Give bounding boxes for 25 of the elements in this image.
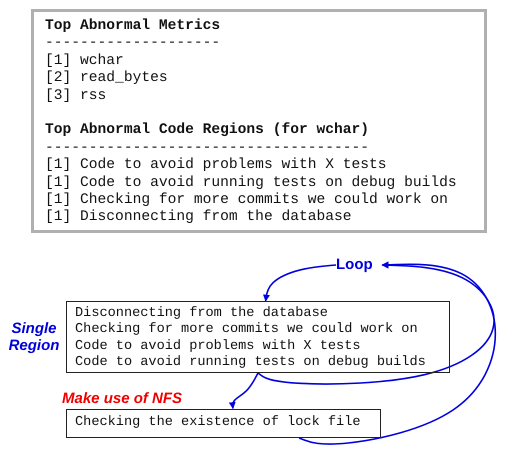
code-region-box — [66, 301, 450, 373]
code-region-text: Disconnecting from the database — [75, 306, 329, 322]
list-item: [1] Code to avoid running tests on debug builds — [45, 174, 458, 192]
arrow — [228, 372, 259, 410]
text-panel — [31, 9, 487, 233]
code-region-text: Checking the existence of lock file — [75, 415, 362, 432]
code-region-text: Code to avoid running tests on debug builds — [75, 355, 427, 372]
list-item: [2] read_bytes — [45, 70, 169, 88]
divider-text: ------------------------------------- — [45, 140, 370, 157]
section-heading: Top Abnormal Code Regions (for wchar) — [45, 122, 370, 140]
list-item: [1] Code to avoid problems with X tests — [45, 157, 388, 175]
region-annotation: Single Region — [8, 320, 60, 354]
arrow — [298, 261, 496, 445]
list-item: [3] rss — [45, 88, 108, 106]
arrow — [262, 264, 336, 302]
section-heading: Top Abnormal Metrics — [45, 18, 222, 36]
list-item: [1] Checking for more commits we could work on — [45, 192, 449, 209]
list-item: [1] Disconnecting from the database — [45, 209, 353, 227]
loop-label: Loop — [336, 256, 373, 274]
code-region-box — [66, 409, 381, 438]
code-region-text: Code to avoid problems with X tests — [75, 338, 362, 355]
list-item: [1] wchar — [45, 52, 125, 70]
divider-text: -------------------- — [45, 35, 222, 53]
code-region-text: Checking for more commits we could work on — [75, 322, 419, 339]
region-annotation: Make use of NFS — [62, 390, 184, 407]
